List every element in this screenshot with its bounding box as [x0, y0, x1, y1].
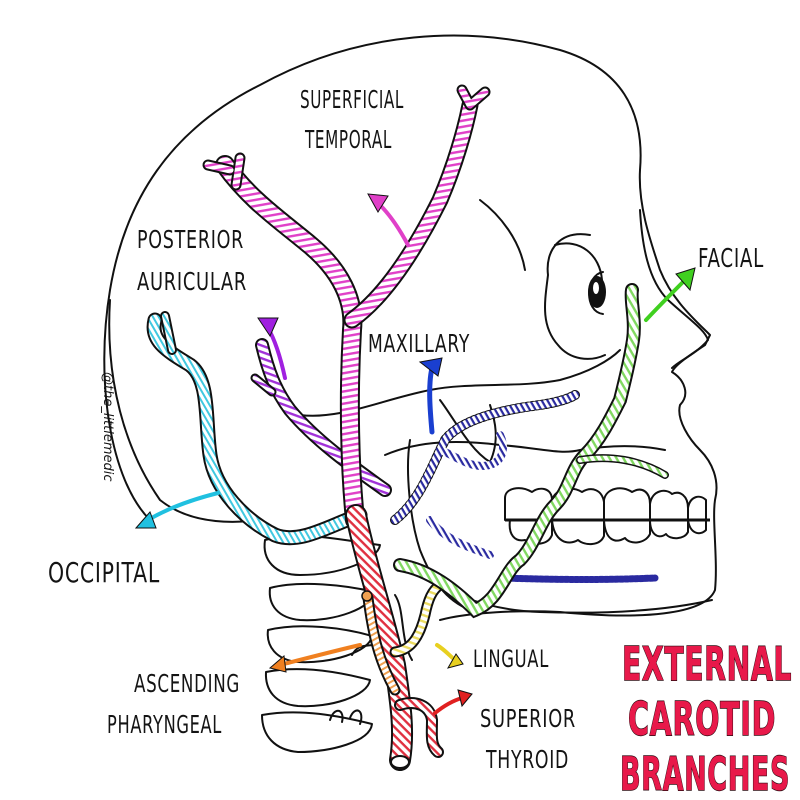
label-ascending-pharyngeal-line2: PHARYNGEAL [107, 710, 222, 739]
label-posterior-auricular-line2: AURICULAR [137, 267, 247, 296]
maxilla-outline [384, 441, 666, 456]
temporal-line [479, 199, 526, 271]
label-superficial-temporal-line1: SUPERFICIAL [300, 85, 404, 114]
occipital-contour [108, 299, 261, 523]
orbit-outline [544, 233, 606, 360]
label-occipital: OCCIPITAL [48, 556, 160, 589]
label-facial: FACIAL [698, 244, 764, 274]
title-line-1: EXTERNAL [622, 637, 792, 691]
cervical-vertebrae [261, 534, 413, 753]
labels: SUPERFICIAL TEMPORAL POSTERIOR AURICULAR… [48, 85, 764, 774]
label-maxillary: MAXILLARY [368, 329, 470, 358]
upper-teeth [504, 487, 707, 521]
superficial-temporal-artery [215, 155, 365, 530]
orbit-inner [554, 242, 603, 281]
ascending-pharyngeal-arrow [268, 643, 362, 673]
facial-arrow [644, 267, 696, 322]
title-line-2: CAROTID [628, 692, 776, 746]
title-line-3: BRANCHES [620, 747, 790, 800]
diagram-title: EXTERNAL CAROTID BRANCHES [619, 636, 792, 800]
occipital-arrow [134, 491, 220, 529]
nasal-outline [639, 209, 709, 369]
superficial-temporal-arrow [367, 193, 410, 247]
vessels [146, 84, 669, 771]
eye-ring [588, 271, 604, 315]
mandible-ramus [407, 439, 471, 611]
posterior-auricular-arrow [257, 317, 287, 380]
label-superficial-temporal-line2: TEMPORAL [304, 125, 392, 154]
label-ascending-pharyngeal-line1: ASCENDING [134, 669, 240, 698]
superior-thyroid-arrow [433, 689, 473, 715]
maxillary-arrow [418, 357, 443, 435]
credit-handle: @the_littlemedic [100, 372, 115, 482]
lingual-arrow [435, 643, 464, 669]
label-arrows [134, 193, 696, 715]
label-posterior-auricular-line1: POSTERIOR [137, 225, 244, 254]
label-superior-thyroid-line2: THYROID [485, 745, 569, 774]
label-lingual: LINGUAL [473, 645, 549, 673]
label-superior-thyroid-line1: SUPERIOR [480, 704, 576, 733]
eye-highlight [593, 282, 599, 294]
cranium-outline [103, 34, 718, 621]
